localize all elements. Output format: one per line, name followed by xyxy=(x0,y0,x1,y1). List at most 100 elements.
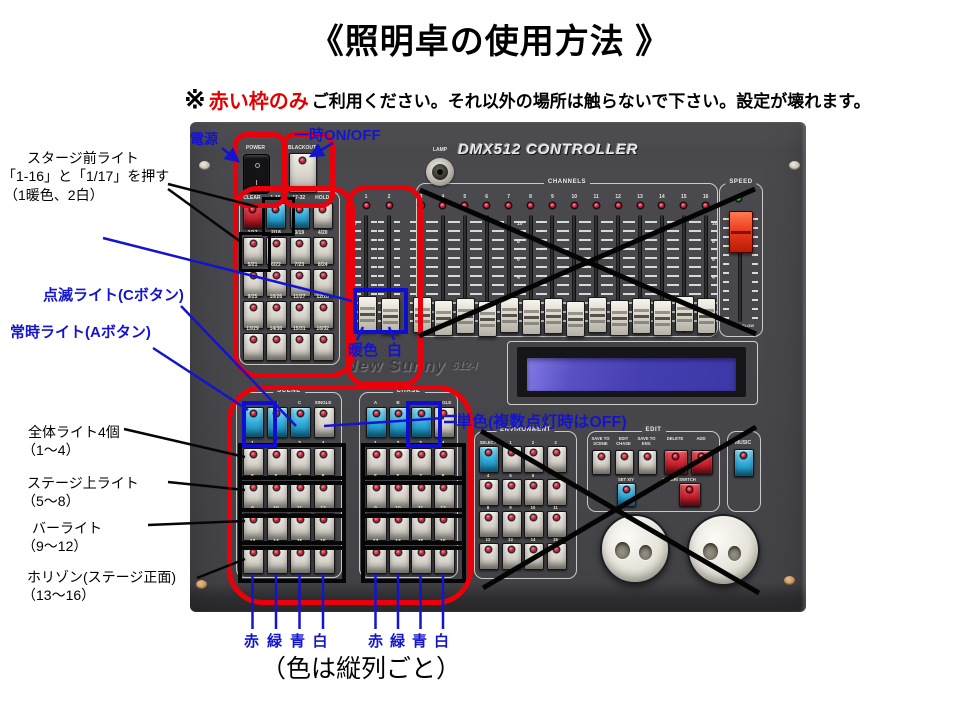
scene-button-7[interactable] xyxy=(290,481,311,509)
environment-button-SELECT[interactable] xyxy=(479,446,499,473)
chase-button-12[interactable] xyxy=(433,513,455,541)
channel-slider-2[interactable] xyxy=(380,298,400,334)
scene-button-4[interactable] xyxy=(313,448,335,476)
channel-slider-10[interactable] xyxy=(565,301,585,337)
environment-button-8[interactable] xyxy=(479,511,499,538)
chase-button-10[interactable] xyxy=(388,513,410,541)
chase-button-5[interactable] xyxy=(366,481,387,509)
scanner-button-6-22[interactable] xyxy=(266,269,288,297)
edit-button-SAVE-TO-SCENE[interactable] xyxy=(592,450,611,475)
scanner-button-2-18[interactable] xyxy=(266,237,288,265)
environment-button-7[interactable] xyxy=(546,479,567,506)
scene-button-B[interactable] xyxy=(266,407,288,438)
channel-slider-9[interactable] xyxy=(543,298,563,334)
chase-button-7[interactable] xyxy=(411,481,432,509)
scene-button-1[interactable] xyxy=(243,448,264,476)
edit-button-set-xy[interactable] xyxy=(617,483,636,507)
scene-button-C[interactable] xyxy=(290,407,311,438)
scanner-button-8-24[interactable] xyxy=(313,269,335,297)
channel-slider-15[interactable] xyxy=(675,296,695,332)
scanner-button-1-16[interactable] xyxy=(266,203,287,229)
chase-button-6[interactable] xyxy=(388,481,410,509)
channel-slider-12[interactable] xyxy=(609,300,629,336)
scene-button-SINGLE[interactable] xyxy=(313,407,335,438)
environment-button-4[interactable] xyxy=(479,479,499,506)
scanner-button-11-27[interactable] xyxy=(289,301,311,329)
scanner-button-10-26[interactable] xyxy=(266,301,288,329)
scene-button-10[interactable] xyxy=(266,513,288,541)
scanner-button-HOLD[interactable] xyxy=(313,203,334,229)
music-button[interactable] xyxy=(734,449,754,477)
environment-button-11[interactable] xyxy=(546,511,567,538)
chase-button-2[interactable] xyxy=(388,448,410,476)
chase-button-4[interactable] xyxy=(433,448,455,476)
channel-slider-5[interactable] xyxy=(456,298,476,334)
edit-button-EDIT-CHASE[interactable] xyxy=(615,450,634,475)
edit-button-other-switch[interactable] xyxy=(679,483,701,507)
environment-button-5[interactable] xyxy=(501,479,522,506)
environment-button-12[interactable] xyxy=(479,543,499,570)
scanner-button-13-29[interactable] xyxy=(243,333,264,361)
environment-button-10[interactable] xyxy=(524,511,544,538)
speed-slider[interactable] xyxy=(729,211,753,253)
power-switch[interactable] xyxy=(243,154,270,194)
scanner-button-15-31[interactable] xyxy=(289,333,311,361)
scanner-button-17-32[interactable] xyxy=(289,203,310,229)
channel-slider-1[interactable] xyxy=(357,296,377,332)
scene-button-12[interactable] xyxy=(313,513,335,541)
scanner-button-4-20[interactable] xyxy=(313,237,335,265)
scene-button-9[interactable] xyxy=(243,513,264,541)
scanner-button-9-25[interactable] xyxy=(243,301,264,329)
scanner-button-1-17[interactable] xyxy=(243,237,264,265)
chase-button-1[interactable] xyxy=(366,448,387,476)
chase-button-13[interactable] xyxy=(366,546,387,574)
scanner-button-12-28[interactable] xyxy=(313,301,335,329)
scene-button-A[interactable] xyxy=(243,407,264,438)
jog-wheel-left[interactable] xyxy=(600,514,670,584)
scene-button-11[interactable] xyxy=(290,513,311,541)
jog-wheel-right[interactable] xyxy=(687,514,760,586)
chase-button-B[interactable] xyxy=(388,407,410,438)
scene-button-15[interactable] xyxy=(290,546,311,574)
environment-button-6[interactable] xyxy=(524,479,544,506)
chase-button-15[interactable] xyxy=(411,546,432,574)
environment-button-2[interactable] xyxy=(524,446,544,473)
chase-button-3[interactable] xyxy=(411,448,432,476)
chase-button-A[interactable] xyxy=(366,407,387,438)
channel-slider-14[interactable] xyxy=(653,300,673,336)
environment-button-3[interactable] xyxy=(546,446,567,473)
scene-button-13[interactable] xyxy=(243,546,264,574)
environment-button-13[interactable] xyxy=(501,543,522,570)
channel-slider-6[interactable] xyxy=(478,301,498,337)
channel-slider-3[interactable] xyxy=(412,297,432,333)
chase-button-SINGLE[interactable] xyxy=(433,407,455,438)
channel-slider-13[interactable] xyxy=(631,298,651,334)
scanner-button-16-32[interactable] xyxy=(313,333,335,361)
environment-button-1[interactable] xyxy=(501,446,522,473)
scene-button-2[interactable] xyxy=(266,448,288,476)
scene-button-6[interactable] xyxy=(266,481,288,509)
edit-button-DELETE[interactable] xyxy=(664,450,688,475)
blackout-button[interactable] xyxy=(289,153,317,193)
edit-button-ADD[interactable] xyxy=(691,450,713,475)
chase-button-14[interactable] xyxy=(388,546,410,574)
chase-button-11[interactable] xyxy=(411,513,432,541)
scene-button-14[interactable] xyxy=(266,546,288,574)
scene-button-16[interactable] xyxy=(313,546,335,574)
environment-button-9[interactable] xyxy=(501,511,522,538)
environment-button-15[interactable] xyxy=(546,543,567,570)
environment-button-14[interactable] xyxy=(524,543,544,570)
chase-button-C[interactable] xyxy=(411,407,432,438)
scanner-button-CLEAR[interactable] xyxy=(243,203,263,229)
scanner-button-7-23[interactable] xyxy=(289,269,311,297)
scanner-button-5-21[interactable] xyxy=(243,269,264,297)
scanner-button-14-30[interactable] xyxy=(266,333,288,361)
channel-slider-16[interactable] xyxy=(697,298,717,334)
channel-slider-7[interactable] xyxy=(500,297,520,333)
scene-button-5[interactable] xyxy=(243,481,264,509)
scene-button-8[interactable] xyxy=(313,481,335,509)
channel-slider-11[interactable] xyxy=(587,297,607,333)
chase-button-16[interactable] xyxy=(433,546,455,574)
edit-button-SAVE-TO-ENV.[interactable] xyxy=(638,450,657,475)
scene-button-3[interactable] xyxy=(290,448,311,476)
